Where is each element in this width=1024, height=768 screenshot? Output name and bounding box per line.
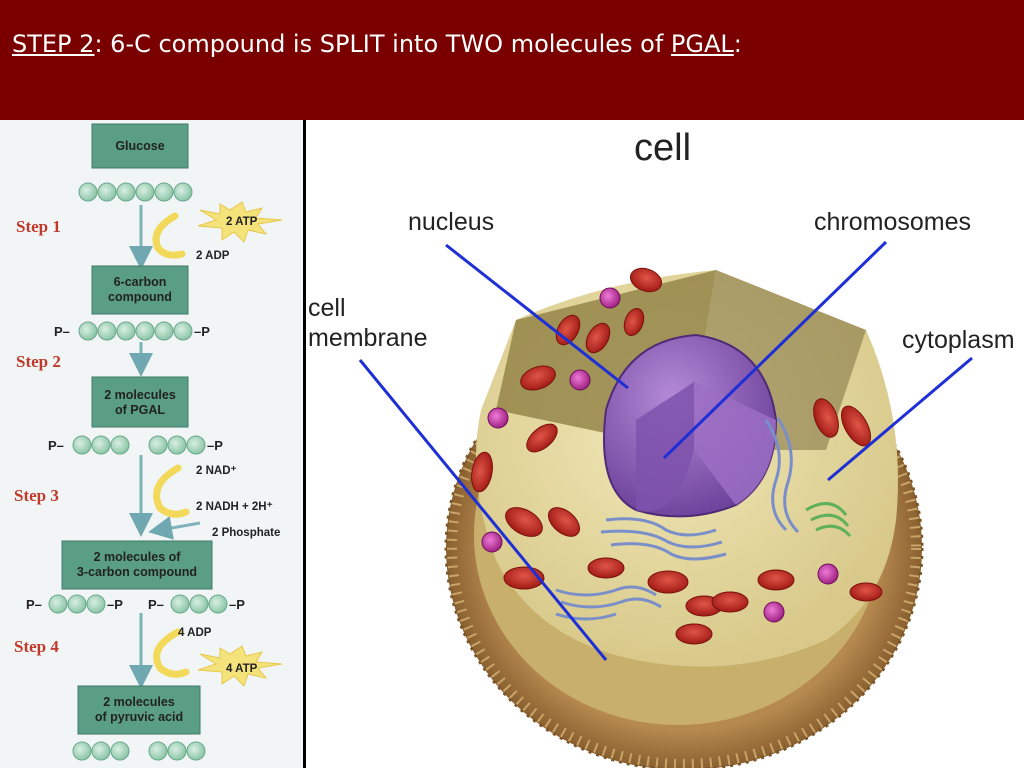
chromosomes-pointer (662, 240, 888, 460)
atp-star-1 (197, 201, 283, 243)
nadh-text: 2 NADH + 2H⁺ (196, 501, 273, 513)
nucleus-pointer (445, 243, 629, 390)
p-right-six: –P (194, 324, 210, 339)
box-pyruvic-1: 2 molecules (103, 695, 175, 709)
nucleus-shape (603, 333, 778, 518)
pointer-lines (358, 240, 973, 661)
atp-out-text: 4 ATP (226, 663, 258, 675)
pyruvic-box (77, 685, 201, 735)
p-right-3c-a: –P (107, 597, 123, 612)
adp-in-text: 4 ADP (178, 627, 212, 639)
label-nucleus: nucleus (408, 208, 494, 236)
phosphate-text: 2 Phosphate (212, 527, 280, 539)
title-step: STEP 2 (12, 30, 95, 58)
cytoplasm-pointer (827, 356, 973, 482)
box-glucose: Glucose (115, 139, 164, 153)
p-right-pgal: –P (207, 438, 223, 453)
title-bar: STEP 2: 6-C compound is SPLIT into TWO m… (0, 0, 1024, 120)
box-pyruvic-2: of pyruvic acid (95, 710, 183, 724)
three-carbon-box (61, 540, 213, 590)
atp-curve-1 (152, 212, 186, 259)
atp-star-4 (197, 645, 283, 687)
p-right-3c-b: –P (229, 597, 245, 612)
box-three-carbon-1: 2 molecules of (94, 550, 182, 564)
six-carbon-box (91, 265, 189, 315)
step-2-label: Step 2 (16, 352, 61, 371)
label-cell: cell (308, 294, 346, 322)
title-mid: : 6-C compound is SPLIT into TWO molecul… (94, 30, 671, 58)
p-left-six: P– (54, 324, 70, 339)
cell-panel: cell (306, 120, 1024, 768)
lysosomes (481, 287, 839, 623)
cell-diagram: cell (308, 127, 1015, 768)
adp-out-text: 2 ADP (196, 250, 230, 262)
endoplasmic-reticulum (555, 417, 800, 621)
step-1-label: Step 1 (16, 217, 61, 236)
glycolysis-panel: Glucose 6-carbon compound 2 molecules of… (0, 120, 303, 768)
title-end: : (733, 30, 742, 58)
box-pgal-2: of PGAL (115, 403, 165, 417)
label-cytoplasm: cytoplasm (902, 326, 1015, 354)
box-six-carbon-2: compound (108, 290, 172, 304)
step-3-label: Step 3 (14, 486, 59, 505)
glucose-box (91, 123, 189, 169)
slide-title: STEP 2: 6-C compound is SPLIT into TWO m… (12, 30, 742, 58)
adp-curve (153, 628, 190, 678)
step-4-label: Step 4 (14, 637, 59, 656)
label-membrane: membrane (308, 324, 428, 352)
membrane-pointer (358, 359, 608, 661)
title-pgal: PGAL (670, 30, 734, 58)
nad-text: 2 NAD⁺ (196, 465, 237, 477)
box-six-carbon-1: 6-carbon (114, 275, 167, 289)
carbon-chains (48, 182, 228, 761)
cell-title: cell (634, 127, 691, 169)
golgi (805, 502, 852, 538)
box-three-carbon-2: 3-carbon compound (77, 565, 197, 579)
p-left-3c-a: P– (26, 597, 42, 612)
pgal-box (91, 376, 189, 428)
glycolysis-diagram: Glucose 6-carbon compound 2 molecules of… (14, 123, 283, 761)
box-pgal-1: 2 molecules (104, 388, 176, 402)
nad-curve (153, 464, 190, 518)
label-chromosomes: chromosomes (814, 208, 971, 236)
mitochondria (471, 267, 883, 645)
atp-in-text: 2 ATP (226, 216, 258, 228)
p-left-3c-b: P– (148, 597, 164, 612)
p-left-pgal: P– (48, 438, 64, 453)
